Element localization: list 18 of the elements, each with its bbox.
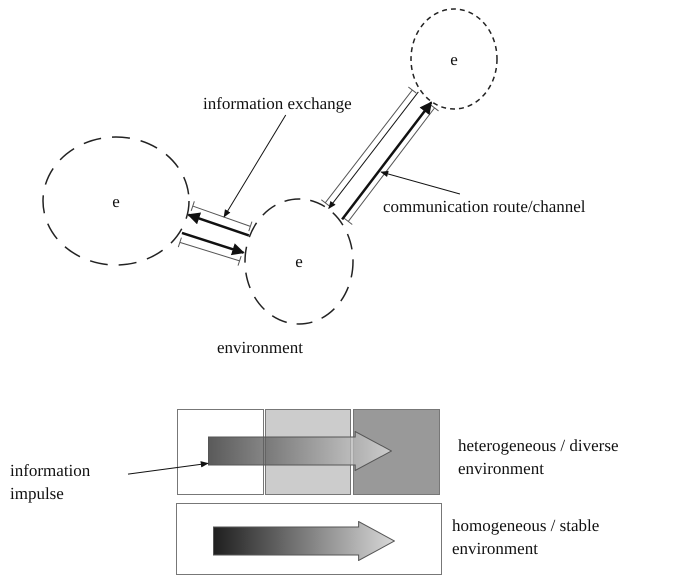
annotation-text: information exchange bbox=[203, 92, 353, 114]
arrow bbox=[328, 91, 419, 210]
annotation-text: heterogeneous / diverse environment bbox=[458, 435, 620, 480]
ellipse-label: e bbox=[295, 253, 303, 270]
leader-line bbox=[380, 170, 460, 194]
environment-panel bbox=[176, 503, 442, 575]
ellipse-label: e bbox=[450, 50, 458, 68]
arrow bbox=[182, 232, 245, 256]
ellipse-label: e bbox=[112, 192, 120, 210]
annotation-text: communication route/channel bbox=[383, 196, 587, 218]
leader-line bbox=[224, 114, 286, 218]
arrow bbox=[341, 101, 432, 220]
arrow bbox=[187, 212, 250, 237]
annotation-text: environment bbox=[217, 337, 304, 359]
leader-line bbox=[128, 461, 209, 475]
annotation-text: homogeneous / stable environment bbox=[452, 515, 600, 560]
annotation-text: information impulse bbox=[10, 460, 92, 505]
environment-panel bbox=[177, 409, 264, 495]
